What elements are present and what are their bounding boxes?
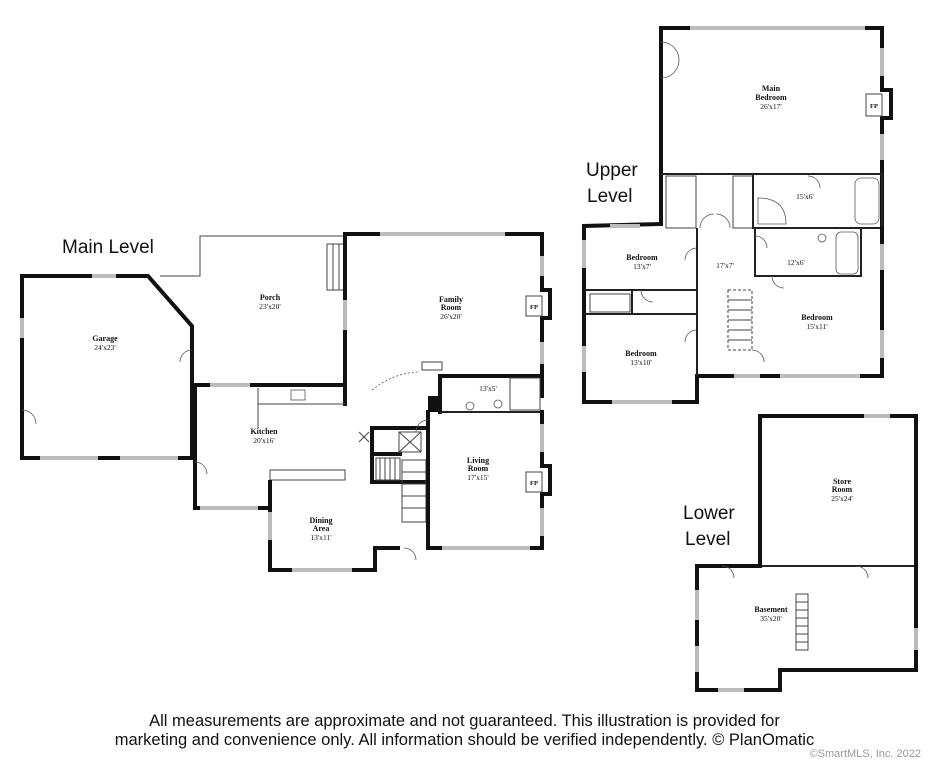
family-room-name-1: Family: [439, 295, 463, 304]
porch-dim: 23'x20': [259, 302, 281, 311]
living-room-fireplace: FP: [530, 480, 538, 487]
bedroom-c-dim: 15'x11': [806, 322, 828, 331]
bedroom-b-dim: 13'x10': [630, 358, 652, 367]
upper-level-label-line1: Upper: [586, 160, 638, 181]
kitchen-name: Kitchen: [250, 427, 278, 436]
basement-dim: 35'x20': [760, 614, 782, 623]
bedroom-c-name: Bedroom: [801, 313, 833, 322]
dining-name-2: Area: [313, 524, 330, 533]
family-room-name-2: Room: [441, 303, 462, 312]
main-bedroom-fireplace: FP: [870, 103, 878, 110]
family-room-dim: 26'x20': [440, 312, 462, 321]
upper-bath-2: [754, 227, 862, 277]
store-room-name-2: Room: [832, 485, 853, 494]
kitchen-room: [193, 383, 347, 510]
lower-level-plan: [695, 414, 918, 692]
store-room-name-1: Store: [833, 477, 852, 486]
family-room-fireplace: FP: [530, 304, 538, 311]
bedroom-c: [755, 226, 884, 378]
living-room-name-2: Room: [468, 464, 489, 473]
upper-bath-2-dim: 12'x6': [787, 258, 805, 267]
upper-level-plan: [582, 26, 893, 404]
upper-hall: [695, 213, 884, 378]
basement-name: Basement: [754, 605, 788, 614]
disclaimer-text: All measurements are approximate and not…: [0, 712, 929, 750]
dining-name-1: Dining: [309, 516, 332, 525]
disclaimer-line-2: marketing and convenience only. All info…: [114, 731, 815, 749]
porch-area: [160, 235, 347, 387]
living-room-name-1: Living: [467, 456, 489, 465]
main-bedroom-name-2: Bedroom: [755, 93, 787, 102]
disclaimer-line-1: All measurements are approximate and not…: [149, 712, 780, 730]
copyright-notice: ©SmartMLS, Inc. 2022: [809, 748, 921, 760]
bedroom-b: [582, 290, 699, 404]
main-bath-dim: 13'x5': [479, 384, 497, 393]
porch-name: Porch: [260, 293, 281, 302]
bedroom-a-dim: 13'x7': [633, 262, 651, 271]
garage-name: Garage: [92, 334, 118, 343]
store-room: [758, 414, 918, 579]
upper-level-label-line2: Level: [587, 186, 632, 207]
garage-dim: 24'x23': [94, 343, 116, 352]
lower-level-label-line1: Lower: [683, 503, 735, 524]
main-bedroom-dim: 26'x17': [760, 102, 782, 111]
kitchen-dim: 20'x16': [253, 436, 275, 445]
main-level-label: Main Level: [62, 237, 154, 258]
living-room-dim: 17'x15': [467, 473, 489, 482]
bedroom-b-name: Bedroom: [625, 349, 657, 358]
upper-bath-1: [752, 173, 883, 229]
upper-closets: [665, 175, 754, 229]
upper-hall-dim: 17'x7': [716, 261, 734, 270]
store-room-dim: 25'x24': [831, 494, 853, 503]
lower-level-label-line2: Level: [685, 529, 730, 550]
upper-bath-1-dim: 15'x6': [796, 192, 814, 201]
main-bath: [438, 374, 544, 414]
main-level-plan: [20, 232, 552, 572]
main-bedroom-name-1: Main: [762, 84, 781, 93]
living-room: [415, 410, 552, 550]
family-room: [343, 232, 552, 406]
bedroom-a-name: Bedroom: [626, 253, 658, 262]
basement-room: [695, 564, 918, 692]
floor-plan: Main Level Upper Level Lower Level Garag…: [20, 26, 918, 692]
garage-room: [20, 274, 194, 460]
dining-dim: 13'x11': [310, 533, 332, 542]
dining-area: [268, 480, 417, 572]
